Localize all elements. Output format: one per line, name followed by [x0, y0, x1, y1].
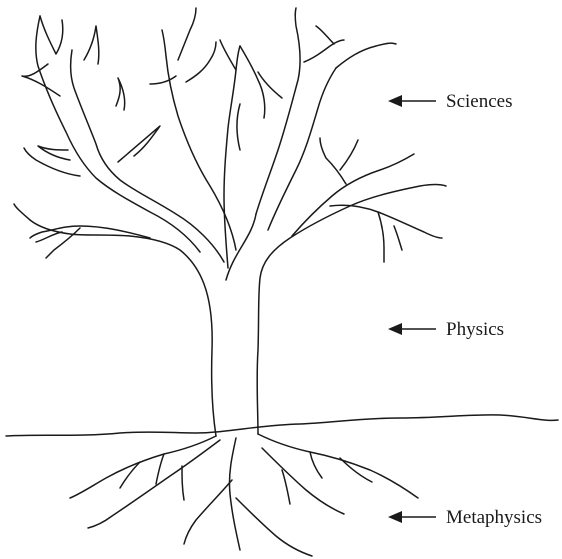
- twig-center-6: [237, 104, 240, 150]
- root-left-twig-3: [182, 466, 184, 500]
- twig-center-5: [220, 40, 236, 70]
- root-left-twig-1: [156, 454, 164, 484]
- twig-left-6: [38, 146, 70, 160]
- branch-left-upper: [36, 16, 200, 252]
- twig-right-middle-2: [340, 140, 358, 170]
- twig-center-1: [178, 8, 196, 60]
- twig-right-2: [316, 26, 334, 44]
- twig-right-lower-1: [378, 212, 384, 262]
- twig-center-3: [150, 76, 176, 84]
- arrow-metaphysics: [388, 511, 436, 523]
- root-left-main: [70, 436, 216, 498]
- root-right-twig-1: [310, 452, 322, 478]
- twig-right-4: [258, 72, 282, 98]
- label-physics: Physics: [446, 320, 504, 339]
- root-center-branch-2: [236, 498, 312, 556]
- twig-right-middle-1: [320, 138, 346, 184]
- trunk-center-split: [226, 214, 256, 280]
- root-right-main: [258, 434, 418, 498]
- twig-center-2: [186, 42, 216, 82]
- branch-left-upper-inner: [71, 50, 224, 262]
- twig-left-5: [118, 126, 160, 162]
- twig-left-1: [40, 16, 63, 54]
- label-sciences: Sciences: [446, 92, 512, 111]
- twig-left-2: [22, 64, 60, 96]
- twig-right-1: [304, 40, 344, 62]
- branch-right-middle: [292, 154, 414, 236]
- ground-line: [6, 415, 558, 436]
- twig-left-7: [24, 148, 80, 176]
- branch-right-upper: [256, 8, 300, 214]
- twig-right-lower-2: [394, 226, 402, 250]
- twig-left-3: [84, 26, 99, 64]
- label-metaphysics: Metaphysics: [446, 508, 542, 527]
- branch-right-lower: [330, 205, 442, 238]
- root-center-main: [229, 438, 240, 550]
- trunk-right-outline: [257, 185, 446, 435]
- arrow-physics: [388, 323, 436, 335]
- arrow-sciences: [388, 95, 436, 107]
- root-center-branch: [184, 480, 232, 544]
- root-right-twig-2: [340, 458, 372, 482]
- twig-center-4: [240, 46, 265, 118]
- twig-right-3: [336, 43, 396, 68]
- twig-left-4: [116, 78, 125, 110]
